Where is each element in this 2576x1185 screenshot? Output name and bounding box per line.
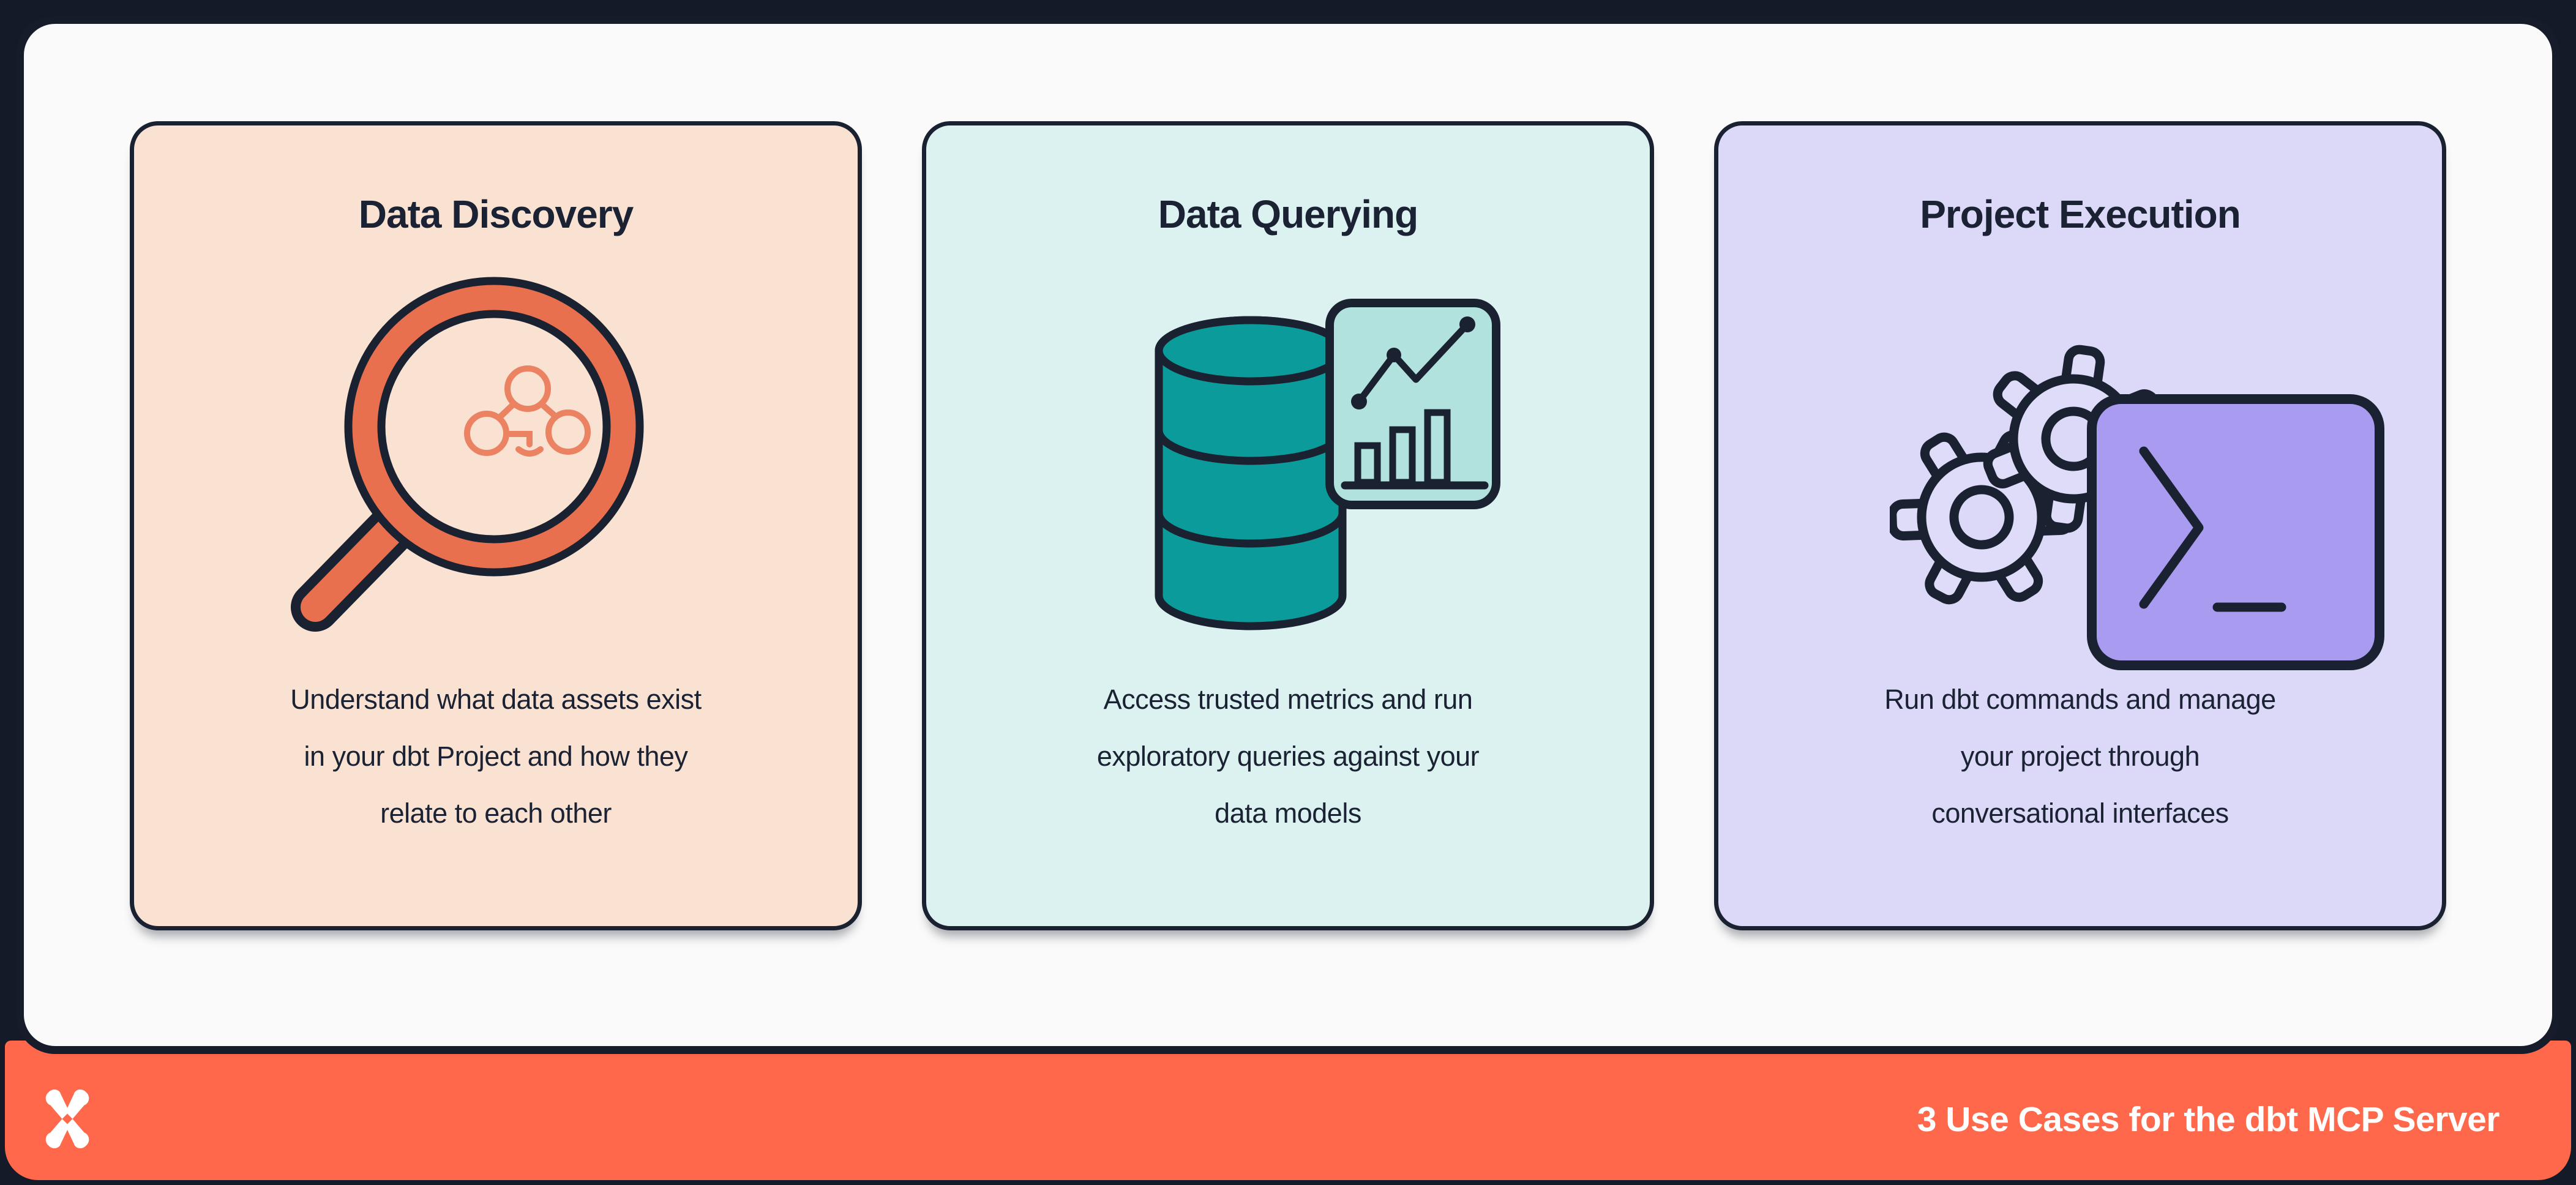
dbt-logo (45, 1090, 89, 1148)
footer-bar (5, 1041, 2571, 1180)
card-title: Project Execution (1920, 192, 2241, 236)
card-title: Data Querying (1158, 192, 1418, 236)
magnifier-lineage-icon (274, 264, 702, 659)
card-project-execution: Project Execution (1714, 121, 2446, 930)
footer-title: 3 Use Cases for the dbt MCP Server (1917, 1100, 2500, 1139)
card-description: Run dbt commands and manage your project… (1884, 684, 2276, 829)
gears-terminal-icon (1887, 323, 2386, 675)
card-data-querying: Data Querying (922, 121, 1654, 930)
database-chart-icon (1154, 299, 1503, 635)
card-title: Data Discovery (358, 192, 634, 236)
card-description: Understand what data assets exist in you… (290, 684, 702, 829)
card-data-discovery: Data Discovery (130, 121, 862, 930)
card-description: Access trusted metrics and run explorato… (1096, 684, 1480, 829)
